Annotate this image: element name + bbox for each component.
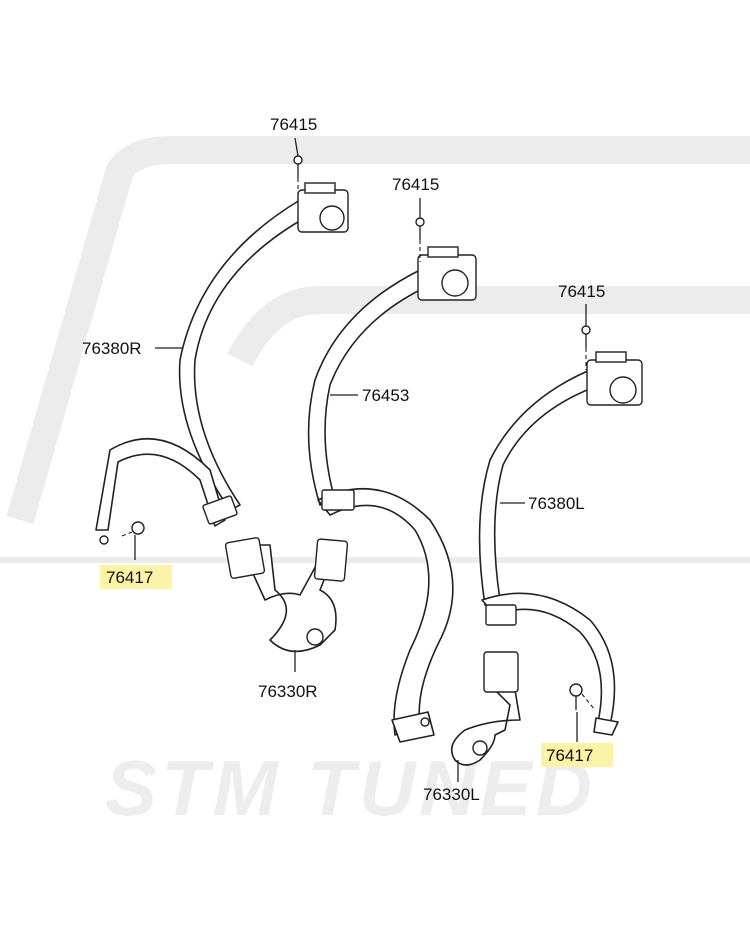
label-76415-c: 76415 bbox=[558, 282, 605, 301]
label-76417-right: 76417 bbox=[546, 746, 593, 765]
label-76415-a: 76415 bbox=[270, 115, 317, 134]
watermark: STM TUNED bbox=[0, 136, 750, 832]
belt-assembly-right bbox=[95, 155, 349, 545]
buckle-left bbox=[450, 651, 521, 782]
label-76415-b: 76415 bbox=[392, 175, 439, 194]
buckle-right bbox=[224, 537, 349, 672]
label-76330r: 76330R bbox=[258, 682, 318, 701]
label-76417-left: 76417 bbox=[106, 568, 153, 587]
belt-assembly-left bbox=[478, 325, 643, 736]
bolt-icon bbox=[415, 217, 425, 262]
highlight-76417-right bbox=[541, 743, 613, 767]
anchor-bolt-icon bbox=[569, 683, 596, 742]
highlight-76417-left bbox=[100, 565, 172, 589]
retractor-center bbox=[417, 246, 477, 301]
watermark-text: STM TUNED bbox=[105, 744, 596, 832]
retractor-right bbox=[297, 182, 349, 233]
label-76453: 76453 bbox=[362, 386, 409, 405]
bolt-icon bbox=[293, 155, 303, 200]
belt-assembly-center bbox=[307, 217, 477, 743]
bolt-icon bbox=[581, 325, 591, 370]
anchor-bolt-icon bbox=[121, 521, 145, 560]
label-76380l: 76380L bbox=[528, 494, 585, 513]
retractor-left bbox=[586, 351, 643, 406]
label-76330l: 76330L bbox=[423, 785, 480, 804]
label-76380r: 76380R bbox=[82, 339, 142, 358]
